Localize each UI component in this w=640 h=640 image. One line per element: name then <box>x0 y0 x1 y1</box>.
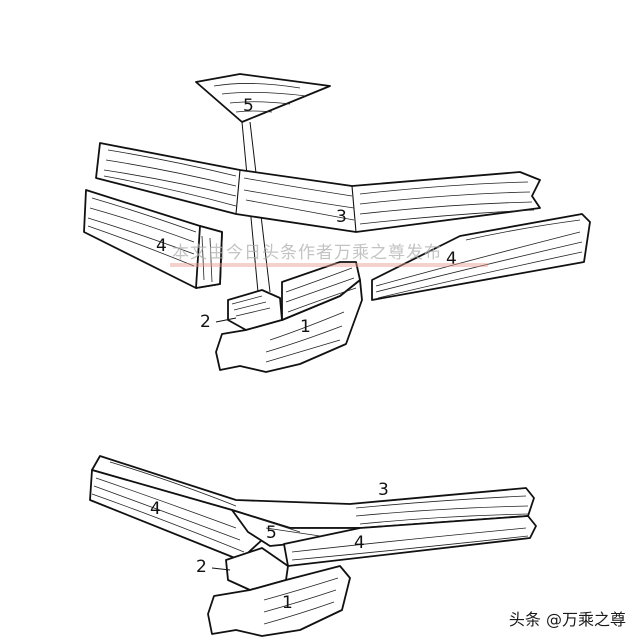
label-assembled-part-2: 2 <box>196 557 207 577</box>
exploded-view: 5 3 4 4 2 <box>83 73 591 373</box>
label-part-4-right: 4 <box>446 249 457 269</box>
author-credit: 头条 @万乘之尊 <box>508 610 626 629</box>
part-3-beam: 3 <box>95 142 541 233</box>
watermark-bar <box>170 263 488 267</box>
label-part-2: 2 <box>200 312 211 332</box>
label-assembled-part-3: 3 <box>378 480 389 500</box>
label-part-5: 5 <box>243 96 254 116</box>
label-part-1: 1 <box>300 317 311 337</box>
watermark-text: 本文由今日头条作者万乘之尊发布 <box>172 243 442 263</box>
part-4-right: 4 <box>371 213 591 301</box>
label-part-4-left: 4 <box>156 236 167 256</box>
part-4-left: 4 <box>83 189 223 289</box>
label-assembled-part-4-left: 4 <box>150 499 161 519</box>
assembled-part-1: 1 <box>207 565 351 637</box>
part-1-post: 1 <box>215 261 363 373</box>
label-assembled-part-5: 5 <box>266 523 277 543</box>
assembled-view: 3 4 5 4 2 1 <box>89 455 537 637</box>
label-part-3: 3 <box>336 207 347 227</box>
label-assembled-part-1: 1 <box>282 593 293 613</box>
assembled-part-4-left: 4 <box>89 469 263 561</box>
label-assembled-part-4-right: 4 <box>354 533 365 553</box>
